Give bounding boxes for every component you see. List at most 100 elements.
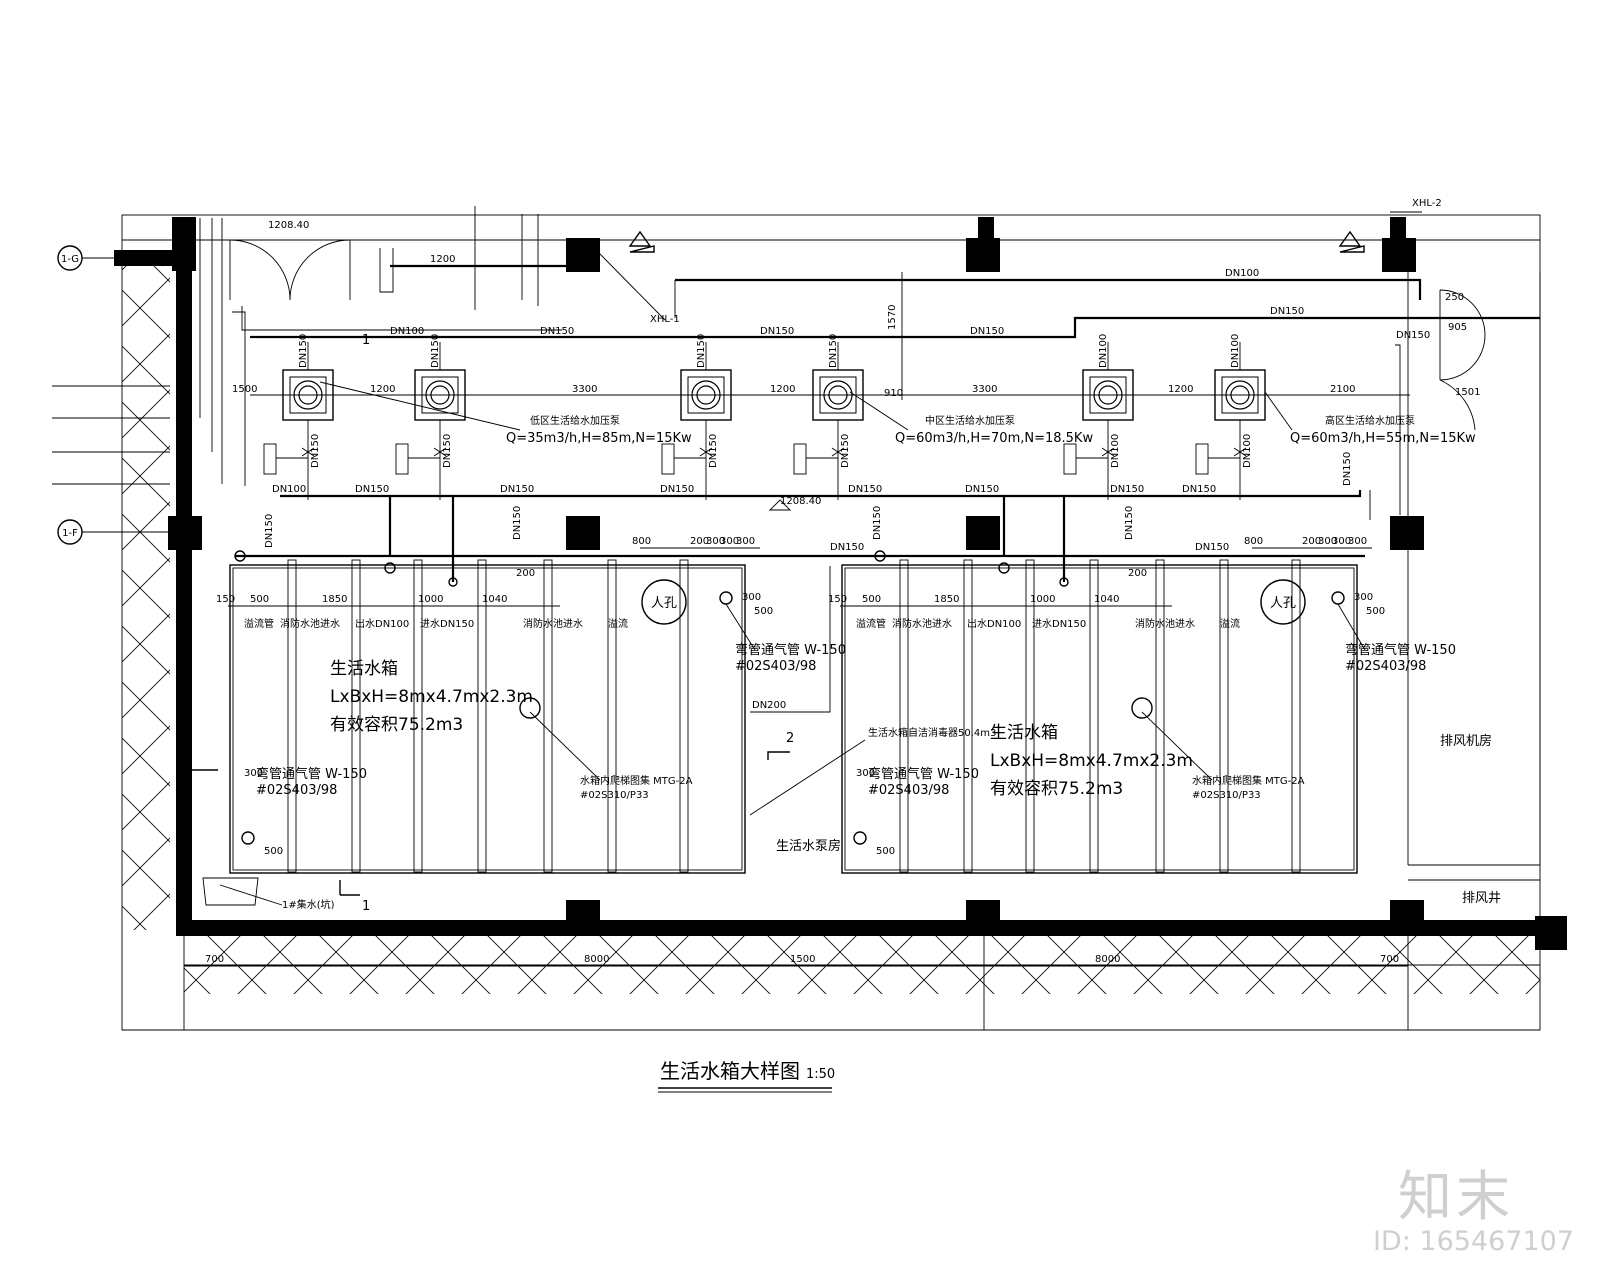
tank-0-dim-2: 1850 [322,594,347,605]
bottom-dim-3: 8000 [1095,954,1120,965]
svg-text:DN150: DN150 [512,506,523,540]
svg-text:LxBxH=8mx4.7mx2.3m: LxBxH=8mx4.7mx2.3m [330,687,533,707]
tank-0-dim-11: 200 [516,568,535,579]
svg-text:905: 905 [1448,322,1467,333]
svg-text:DN150: DN150 [830,542,864,553]
svg-text:#02S403/98: #02S403/98 [1345,659,1426,674]
svg-text:DN150: DN150 [1110,484,1144,495]
svg-text:2: 2 [786,731,794,746]
tank-1-dim-6: 200 [1302,536,1321,547]
tank-1-dim-8: 300 [1332,536,1351,547]
svg-text:1:50: 1:50 [806,1067,835,1082]
bottom-dim-0: 700 [205,954,224,965]
tank-0-dim-13: 300 [244,768,263,779]
svg-text:1-F: 1-F [62,528,78,539]
pump-pipe-size-2: DN150 [696,334,707,368]
svg-text:#02S310/P33: #02S310/P33 [1192,790,1261,801]
water-tank-0 [229,564,746,874]
tank-0-dim-4: 1040 [482,594,507,605]
tank-inlet-header: DN150 DN150 DN150 DN150 DN150 DN150 [234,496,1365,587]
svg-text:Q=35m3/h,H=85m,N=15Kw: Q=35m3/h,H=85m,N=15Kw [506,431,692,446]
tank-pillar-9 [1025,559,1035,873]
svg-text:1570: 1570 [887,305,898,330]
bottom-dim-1: 8000 [584,954,609,965]
svg-text:弯管通气管 W-150: 弯管通气管 W-150 [1345,642,1456,658]
pump-pipe-size-4: DN100 [1098,334,1109,368]
svg-text:DN150: DN150 [965,484,999,495]
tank-0-dim-12: 500 [754,606,773,617]
watermark-id: ID: 165467107 [1372,1226,1574,1257]
tank-0-dim-3: 1000 [418,594,443,605]
tank-0-dim-6: 200 [690,536,709,547]
svg-text:DN150: DN150 [1396,330,1430,341]
svg-text:Q=60m3/h,H=70m,N=18.5Kw: Q=60m3/h,H=70m,N=18.5Kw [895,431,1093,446]
svg-text:DN150: DN150 [1342,452,1353,486]
svg-text:#02S310/P33: #02S310/P33 [580,790,649,801]
tank-pillar-5 [607,559,617,873]
pump-valve-size-4: DN100 [1110,434,1121,468]
svg-text:水箱内爬梯图集 MTG-2A: 水箱内爬梯图集 MTG-2A [1192,774,1305,787]
pump-valve-size-2: DN150 [708,434,719,468]
svg-text:DN150: DN150 [1182,484,1216,495]
drain-pit: 1#集水(坑) [202,877,335,911]
pump-group-1: 中区生活给水加压泵 Q=60m3/h,H=70m,N=18.5Kw [849,391,1093,446]
tank-columns [287,559,1301,873]
tank-1-dim-3: 1000 [1030,594,1055,605]
svg-text:1#集水(坑): 1#集水(坑) [282,898,335,911]
pump-pipe-size-0: DN150 [298,334,309,368]
svg-text:2: 2 [184,734,192,749]
svg-text:250: 250 [1445,292,1464,303]
water-tank-1 [841,564,1358,874]
pump-valve-size-1: DN150 [442,434,453,468]
tank-0-dim-1: 500 [250,594,269,605]
tank-pillar-3 [477,559,487,873]
tank-pillar-2 [413,559,423,873]
tank-0-dim-0: 150 [216,594,235,605]
svg-text:1: 1 [362,899,370,914]
svg-text:DN100: DN100 [390,326,424,337]
svg-text:1200: 1200 [430,254,455,265]
tank-1-dim-12: 500 [1366,606,1385,617]
svg-text:出水DN100: 出水DN100 [967,617,1021,630]
tank-1-dim-2: 1850 [934,594,959,605]
incoming-pipes [52,218,562,486]
axis-1F: 1-F [57,519,168,545]
svg-text:中区生活给水加压泵: 中区生活给水加压泵 [925,414,1015,427]
svg-text:溢流管: 溢流管 [244,617,274,630]
pump-valve-size-3: DN150 [840,434,851,468]
svg-text:DN150: DN150 [848,484,882,495]
svg-text:DN150: DN150 [970,326,1004,337]
svg-text:#02S403/98: #02S403/98 [868,783,949,798]
svg-text:消防水池进水: 消防水池进水 [1135,617,1195,630]
svg-text:生活水箱: 生活水箱 [990,723,1058,743]
tank-1-dim-7: 300 [1318,536,1337,547]
pump-pipe-size-5: DN100 [1230,334,1241,368]
riser-symbols [628,230,1365,253]
svg-text:XHL-2: XHL-2 [1412,198,1442,209]
svg-text:#02S403/98: #02S403/98 [256,783,337,798]
top-main-pipes: 1200 DN100 DN100 DN150 DN150 DN150 DN150… [250,198,1541,866]
svg-text:DN150: DN150 [872,506,883,540]
tank-pillar-8 [963,559,973,873]
tank-1-dim-11: 200 [1128,568,1147,579]
pump-dim-1: 1200 [370,384,395,395]
svg-text:弯管通气管 W-150: 弯管通气管 W-150 [868,766,979,782]
tank-0-dim-9: 300 [736,536,755,547]
tank-1-dim-10: 300 [1354,592,1373,603]
svg-text:LxBxH=8mx4.7mx2.3m: LxBxH=8mx4.7mx2.3m [990,751,1193,771]
svg-text:DN150: DN150 [1270,306,1304,317]
tank-1-dim-4: 1040 [1094,594,1119,605]
tank-pillar-1 [351,559,361,873]
svg-text:排风井: 排风井 [1462,891,1501,906]
svg-text:消防水池进水: 消防水池进水 [280,617,340,630]
svg-text:1208.40: 1208.40 [268,220,309,231]
tank-0-dim-5: 800 [632,536,651,547]
svg-text:有效容积75.2m3: 有效容积75.2m3 [990,779,1123,799]
bottom-dim-4: 700 [1380,954,1399,965]
tank-1-dim-13: 300 [856,768,875,779]
svg-text:溢流: 溢流 [1220,617,1240,630]
